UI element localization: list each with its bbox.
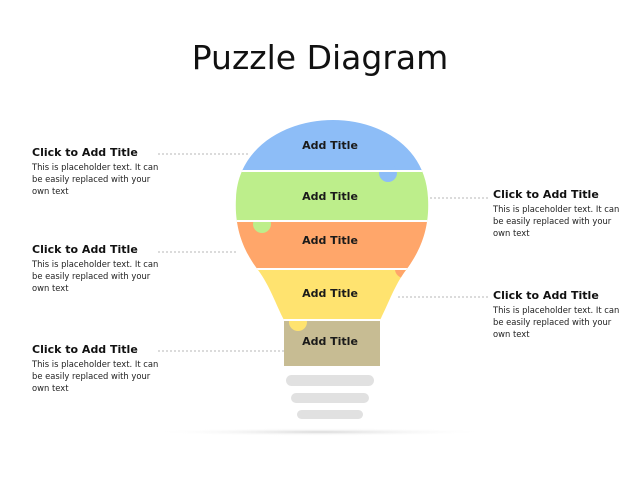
bulb-base-stripe — [291, 393, 369, 403]
callout-body[interactable]: This is placeholder text. It can be easi… — [32, 359, 159, 393]
bulb-base-stripe — [297, 410, 363, 419]
band-label-3: Add Title — [302, 234, 358, 247]
callout-left-1[interactable]: Click to Add Title This is placeholder t… — [32, 146, 162, 197]
callout-title[interactable]: Click to Add Title — [493, 188, 599, 201]
band-label-2: Add Title — [302, 190, 358, 203]
puzzle-tab-4 — [289, 313, 307, 331]
puzzle-tab-1 — [379, 164, 397, 182]
slide-title: Puzzle Diagram — [191, 38, 449, 77]
callout-body[interactable]: This is placeholder text. It can be easi… — [493, 305, 620, 339]
callout-title[interactable]: Click to Add Title — [32, 146, 138, 159]
callout-left-2[interactable]: Click to Add Title This is placeholder t… — [32, 243, 162, 294]
callout-title[interactable]: Click to Add Title — [32, 243, 138, 256]
bulb-base-stripe — [286, 375, 374, 386]
callout-body[interactable]: This is placeholder text. It can be easi… — [32, 259, 159, 293]
bulb-band-2[interactable] — [220, 171, 440, 221]
band-label-5: Add Title — [302, 335, 358, 348]
ground-shadow — [150, 428, 490, 436]
callout-right-2[interactable]: Click to Add Title This is placeholder t… — [493, 289, 623, 340]
callout-body[interactable]: This is placeholder text. It can be easi… — [493, 204, 620, 238]
puzzle-tab-2 — [253, 215, 271, 233]
callout-right-1[interactable]: Click to Add Title This is placeholder t… — [493, 188, 623, 239]
callout-title[interactable]: Click to Add Title — [32, 343, 138, 356]
callout-title[interactable]: Click to Add Title — [493, 289, 599, 302]
band-label-4: Add Title — [302, 287, 358, 300]
callout-left-3[interactable]: Click to Add Title This is placeholder t… — [32, 343, 162, 394]
band-label-1: Add Title — [302, 139, 358, 152]
callout-body[interactable]: This is placeholder text. It can be easi… — [32, 162, 159, 196]
